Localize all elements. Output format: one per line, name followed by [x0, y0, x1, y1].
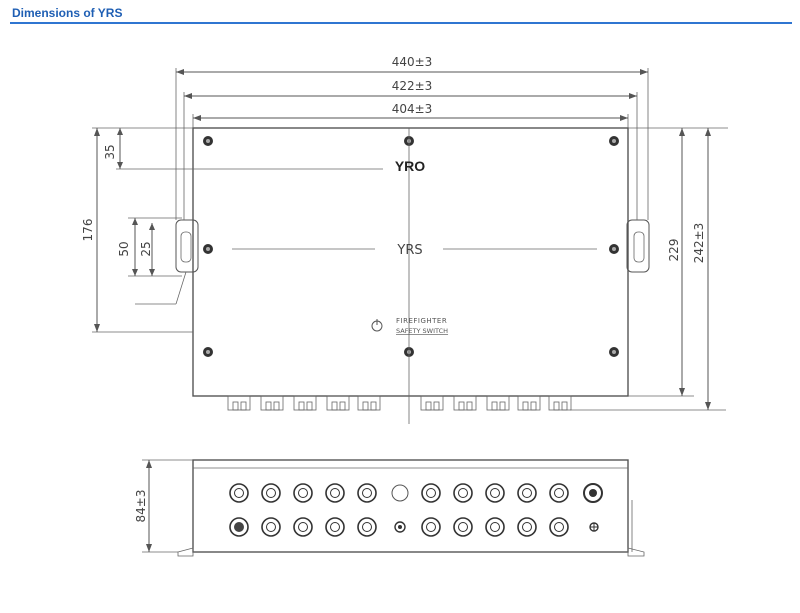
switch-label-1: FIREFIGHTER	[396, 317, 447, 325]
left-dimensions: 35 176 50 25	[81, 127, 383, 333]
front-view: 84±3	[134, 459, 645, 557]
dim-440: 440±3	[392, 55, 433, 69]
dim-404: 404±3	[392, 102, 433, 116]
brand-logo: YRO	[395, 158, 425, 174]
connector-icon	[548, 395, 572, 411]
screw-icon	[203, 347, 213, 357]
cable-gland-icon	[517, 517, 537, 537]
cable-gland-icon	[325, 517, 345, 537]
right-dimensions: 229 242±3	[570, 127, 728, 411]
cable-gland-icon	[485, 517, 505, 537]
connector-icon	[293, 395, 317, 411]
dim-84: 84±3	[134, 490, 148, 523]
dim-50: 50	[117, 241, 131, 256]
cable-gland-icon	[261, 483, 281, 503]
enclosure-front	[192, 459, 629, 553]
power-icon	[371, 319, 383, 332]
dim-35: 35	[103, 144, 117, 159]
enclosure-top	[192, 127, 629, 397]
dim-176: 176	[81, 219, 95, 242]
vent-plug-icon	[589, 522, 599, 532]
connector-row-top	[227, 395, 572, 411]
right-flange	[626, 219, 650, 273]
vent-plug-icon	[391, 484, 409, 502]
switch-label-2: SAFETY SWITCH	[396, 327, 448, 335]
screw-icon	[609, 347, 619, 357]
cable-gland-icon	[421, 517, 441, 537]
cable-gland-icon	[549, 483, 569, 503]
left-flange	[175, 219, 199, 273]
connector-icon	[517, 395, 541, 411]
dim-422: 422±3	[392, 79, 433, 93]
cable-gland-icon	[229, 483, 249, 503]
cable-gland-icon	[357, 483, 377, 503]
cable-gland-icon	[517, 483, 537, 503]
right-foot	[627, 547, 645, 557]
gland-row-bottom	[229, 517, 599, 537]
cable-gland-icon	[485, 483, 505, 503]
cable-gland-icon	[325, 483, 345, 503]
cable-gland-icon	[453, 517, 473, 537]
cable-gland-icon	[453, 483, 473, 503]
connector-icon	[486, 395, 510, 411]
model-label: YRS	[396, 243, 422, 258]
connector-icon	[357, 395, 381, 411]
cable-gland-icon	[261, 517, 281, 537]
cable-gland-icon	[293, 483, 313, 503]
cable-gland-icon	[583, 483, 603, 503]
connector-icon	[453, 395, 477, 411]
connector-icon	[326, 395, 350, 411]
vent-plug-icon	[394, 521, 406, 533]
right-flange-slot	[633, 231, 645, 263]
left-foot	[177, 547, 194, 557]
header-rule	[10, 22, 792, 24]
screw-icon	[609, 136, 619, 146]
left-flange-slot	[180, 231, 192, 263]
screw-icon	[609, 244, 619, 254]
dim-25: 25	[139, 241, 153, 256]
connector-icon	[260, 395, 284, 411]
connector-icon	[227, 395, 251, 411]
cable-gland-icon	[421, 483, 441, 503]
cable-gland-icon	[549, 517, 569, 537]
screw-icon	[203, 244, 213, 254]
header: Dimensions of YRS	[0, 0, 800, 26]
connector-icon	[420, 395, 444, 411]
screw-icon	[203, 136, 213, 146]
dim-229: 229	[667, 239, 681, 262]
top-view: YRS YRO FIREFIGHTER SAFETY SWITCH	[175, 127, 650, 424]
cable-gland-icon	[357, 517, 377, 537]
cable-gland-icon	[293, 517, 313, 537]
page-title: Dimensions of YRS	[12, 6, 123, 20]
cable-gland-icon	[229, 517, 249, 537]
dim-242: 242±3	[692, 223, 706, 264]
gland-row-top	[229, 483, 603, 503]
width-dimensions: 440±3 422±3 404±3	[175, 55, 649, 220]
